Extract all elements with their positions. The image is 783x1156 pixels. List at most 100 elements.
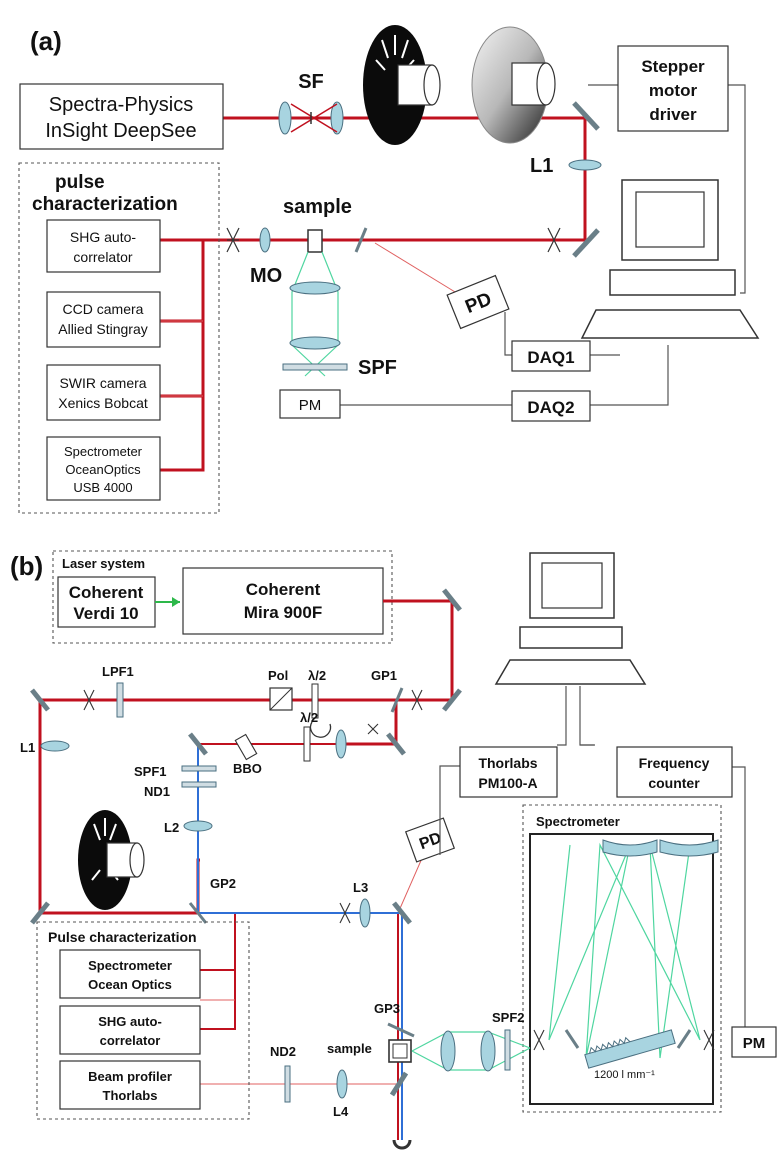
stepper-line1: Stepper [641, 57, 705, 76]
bbo-label: BBO [233, 761, 262, 776]
iris-b4 [339, 902, 351, 924]
daq1-label: DAQ1 [527, 348, 574, 367]
spectrometer-mirror-1 [602, 839, 658, 857]
nd1-filter [181, 781, 217, 788]
panel-a-label: (a) [30, 26, 62, 56]
panel-a-pd-beam [374, 242, 461, 296]
verdi-box [57, 576, 156, 628]
mira-box [182, 567, 384, 635]
chopper-b-motor-face [129, 842, 145, 878]
computer-b-base [519, 626, 623, 649]
gp2-plate [188, 902, 208, 924]
beam-splitter-a [354, 227, 368, 253]
panel-b-collection-rays [411, 1031, 531, 1071]
monitor-screen [635, 191, 705, 248]
stepper-line3: driver [649, 105, 697, 124]
spec-oo-line1: Spectrometer [88, 958, 172, 973]
thorlabs-pm-line2: PM100-A [478, 775, 537, 791]
swir-box [46, 364, 161, 421]
spectrometer-entrance-slit [533, 1029, 545, 1051]
sample-b-label: sample [327, 1041, 372, 1056]
computer-a [580, 179, 760, 339]
spectrometer-housing [529, 833, 714, 1105]
gp1-plate [390, 687, 404, 713]
grating-grooves [589, 1036, 631, 1054]
verdi-line1: Coherent [69, 583, 144, 602]
thorlabs-pm-box [459, 746, 558, 798]
spectrometer-mirror-2 [659, 839, 719, 857]
pm-box-b [731, 1026, 777, 1058]
spectrometer-b-title: Spectrometer [536, 814, 620, 829]
grating [584, 1029, 676, 1069]
keyboard [580, 309, 760, 339]
pulse-title-line1: pulse [55, 172, 105, 193]
bbo-crystal [234, 733, 258, 761]
l2-b-label: L2 [164, 820, 179, 835]
gp1-label: GP1 [371, 668, 397, 683]
shg-b-line2: correlator [100, 1033, 161, 1048]
half-wave-2-label: λ/2 [300, 710, 318, 725]
gp2-label: GP2 [210, 876, 236, 891]
grating-label: 1200 l mm⁻¹ [594, 1069, 655, 1081]
sf-lens-1 [278, 101, 292, 135]
spf2-label: SPF2 [492, 1010, 525, 1025]
iris-b3 [367, 723, 379, 735]
green-collection-rays [291, 251, 339, 377]
shg-box-a [46, 219, 161, 273]
panel-b-wires [439, 686, 746, 1041]
iris-a1 [226, 227, 240, 253]
computer-base [609, 269, 736, 296]
freq-counter-line1: Frequency [639, 755, 710, 771]
attenuator-motor-face [536, 62, 556, 106]
pd-b-box [404, 817, 456, 863]
lens-l1 [568, 159, 602, 171]
beam-profiler-line1: Beam profiler [88, 1069, 172, 1084]
shg-a-line2: correlator [73, 249, 132, 265]
spec-a-line2: OceanOptics [65, 462, 141, 477]
mira-line1: Coherent [246, 580, 321, 599]
ccd-line1: CCD camera [63, 301, 144, 317]
lens-l1-b [40, 740, 70, 752]
spec-a-line1: Spectrometer [64, 444, 143, 459]
laser-box [19, 83, 224, 150]
nd1-label: ND1 [144, 784, 170, 799]
pulse-char-group [18, 162, 220, 514]
iris-b2 [411, 689, 423, 711]
l3-b-label: L3 [353, 880, 368, 895]
sf-label: SF [298, 71, 324, 93]
daq2-box [511, 390, 591, 422]
chopper-b-disc [78, 810, 132, 910]
lens-l2-b [183, 820, 213, 832]
panel-a-daq2-wire [340, 345, 669, 406]
mirror-b4 [30, 901, 50, 925]
spectrometer-box-a [46, 436, 161, 501]
swir-line1: SWIR camera [59, 375, 146, 391]
laser-system-group [52, 550, 393, 644]
laser-name-line1: Spectra-Physics [49, 94, 194, 116]
spec-oo-box [59, 949, 201, 999]
collection-lens-1 [289, 281, 341, 295]
freq-counter-line2: counter [648, 775, 700, 791]
mirror-b7 [392, 901, 412, 925]
spec-a-line3: USB 4000 [73, 480, 132, 495]
l1-b-label: L1 [20, 740, 35, 755]
chopper-wheel-black [363, 25, 441, 145]
mo-label: MO [250, 265, 282, 287]
microscope-objective [259, 227, 271, 253]
panel-a: (a) Spectra-Physics InSight DeepSee SF [18, 25, 760, 514]
sf-rays [290, 103, 338, 133]
spatial-filter [278, 101, 344, 135]
mirror-b6 [188, 732, 208, 756]
nd2-filter [284, 1065, 291, 1103]
pd-b: PD [404, 817, 456, 863]
spf1-filter [181, 765, 217, 772]
mirror-b1 [442, 588, 462, 612]
panel-b: (b) Laser system Coherent Verdi 10 Coher… [10, 550, 777, 1150]
stepper-line2: motor [649, 81, 698, 100]
collection-lens-2 [289, 336, 341, 350]
pol-label: Pol [268, 668, 288, 683]
daq1-box [511, 340, 591, 372]
sample-cuvette-a [307, 229, 323, 253]
laser-name-line2: InSight DeepSee [45, 120, 196, 142]
